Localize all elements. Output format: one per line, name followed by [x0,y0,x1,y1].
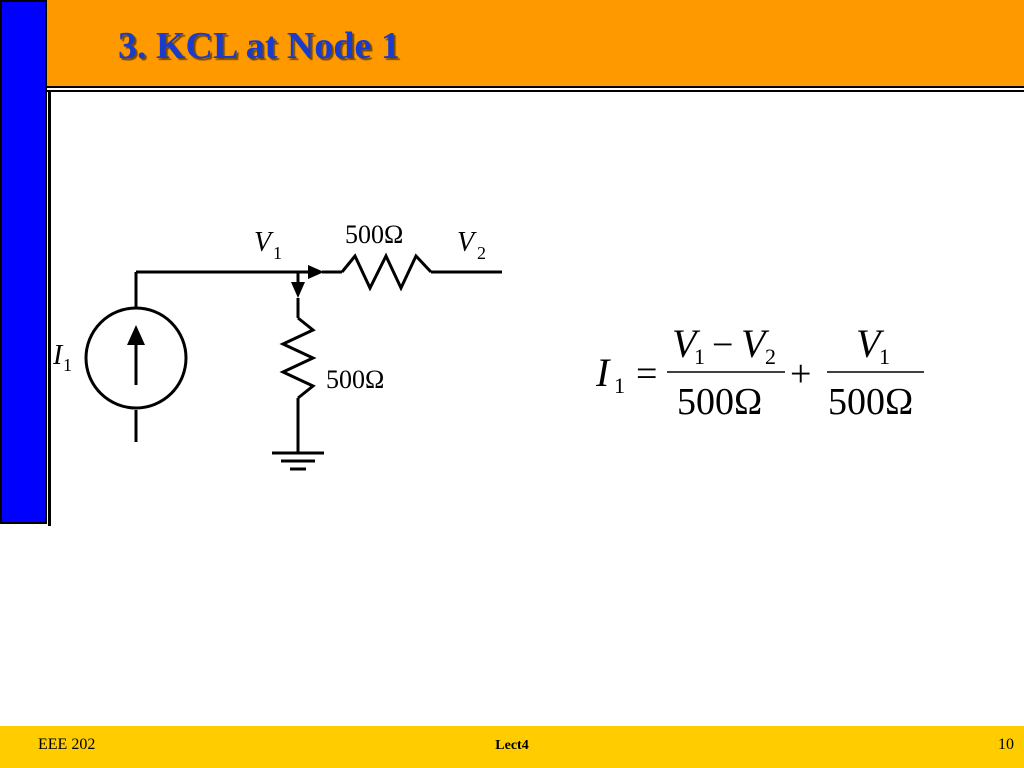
title-band [47,0,1024,88]
eq-plus: + [790,353,811,395]
eq-term1-denominator: 500Ω [677,381,762,423]
eq-term2-num-subscript: 1 [879,344,890,369]
circuit-diagram: 500Ω 500Ω V 1 V 2 I 1 I 1 = V 1 − V 2 50… [52,220,924,471]
eq-lhs-symbol: I [595,350,611,395]
eq-term2-num-symbol: V [856,321,885,366]
node2-subscript: 2 [477,243,486,263]
shunt-current-arrow-icon [291,282,305,298]
node2-symbol: V [457,227,477,258]
eq-term1-num-a-symbol: V [672,321,701,366]
shunt-resistor-label: 500Ω [326,365,384,394]
series-current-arrow-icon [308,265,324,279]
eq-equals: = [636,353,657,395]
source-arrow-head [127,325,145,345]
footer-course: EEE 202 [38,736,96,753]
eq-term1-num-a-subscript: 1 [694,344,705,369]
current-source [84,306,188,410]
series-resistor [340,252,433,292]
eq-term1-minus: − [712,324,733,366]
footer-bar: EEE 202 Lect4 10 [0,726,1024,768]
source-symbol: I [52,340,64,371]
title-rule [47,90,1024,92]
left-bar-shadow [48,90,51,526]
source-subscript: 1 [63,355,72,375]
slide-title: 3. KCL at Node 1 [118,25,400,67]
left-accent-bar [0,0,47,524]
shunt-resistor [279,316,317,400]
series-resistor-label: 500Ω [345,220,403,249]
footer-lecture: Lect4 [495,738,529,753]
node1-subscript: 1 [273,243,282,263]
eq-term2-denominator: 500Ω [828,381,913,423]
eq-term1-num-b-subscript: 2 [765,344,776,369]
eq-term1-num-b-symbol: V [741,321,770,366]
footer-page-number: 10 [998,736,1014,753]
eq-lhs-subscript: 1 [614,373,625,398]
node1-symbol: V [254,227,274,258]
